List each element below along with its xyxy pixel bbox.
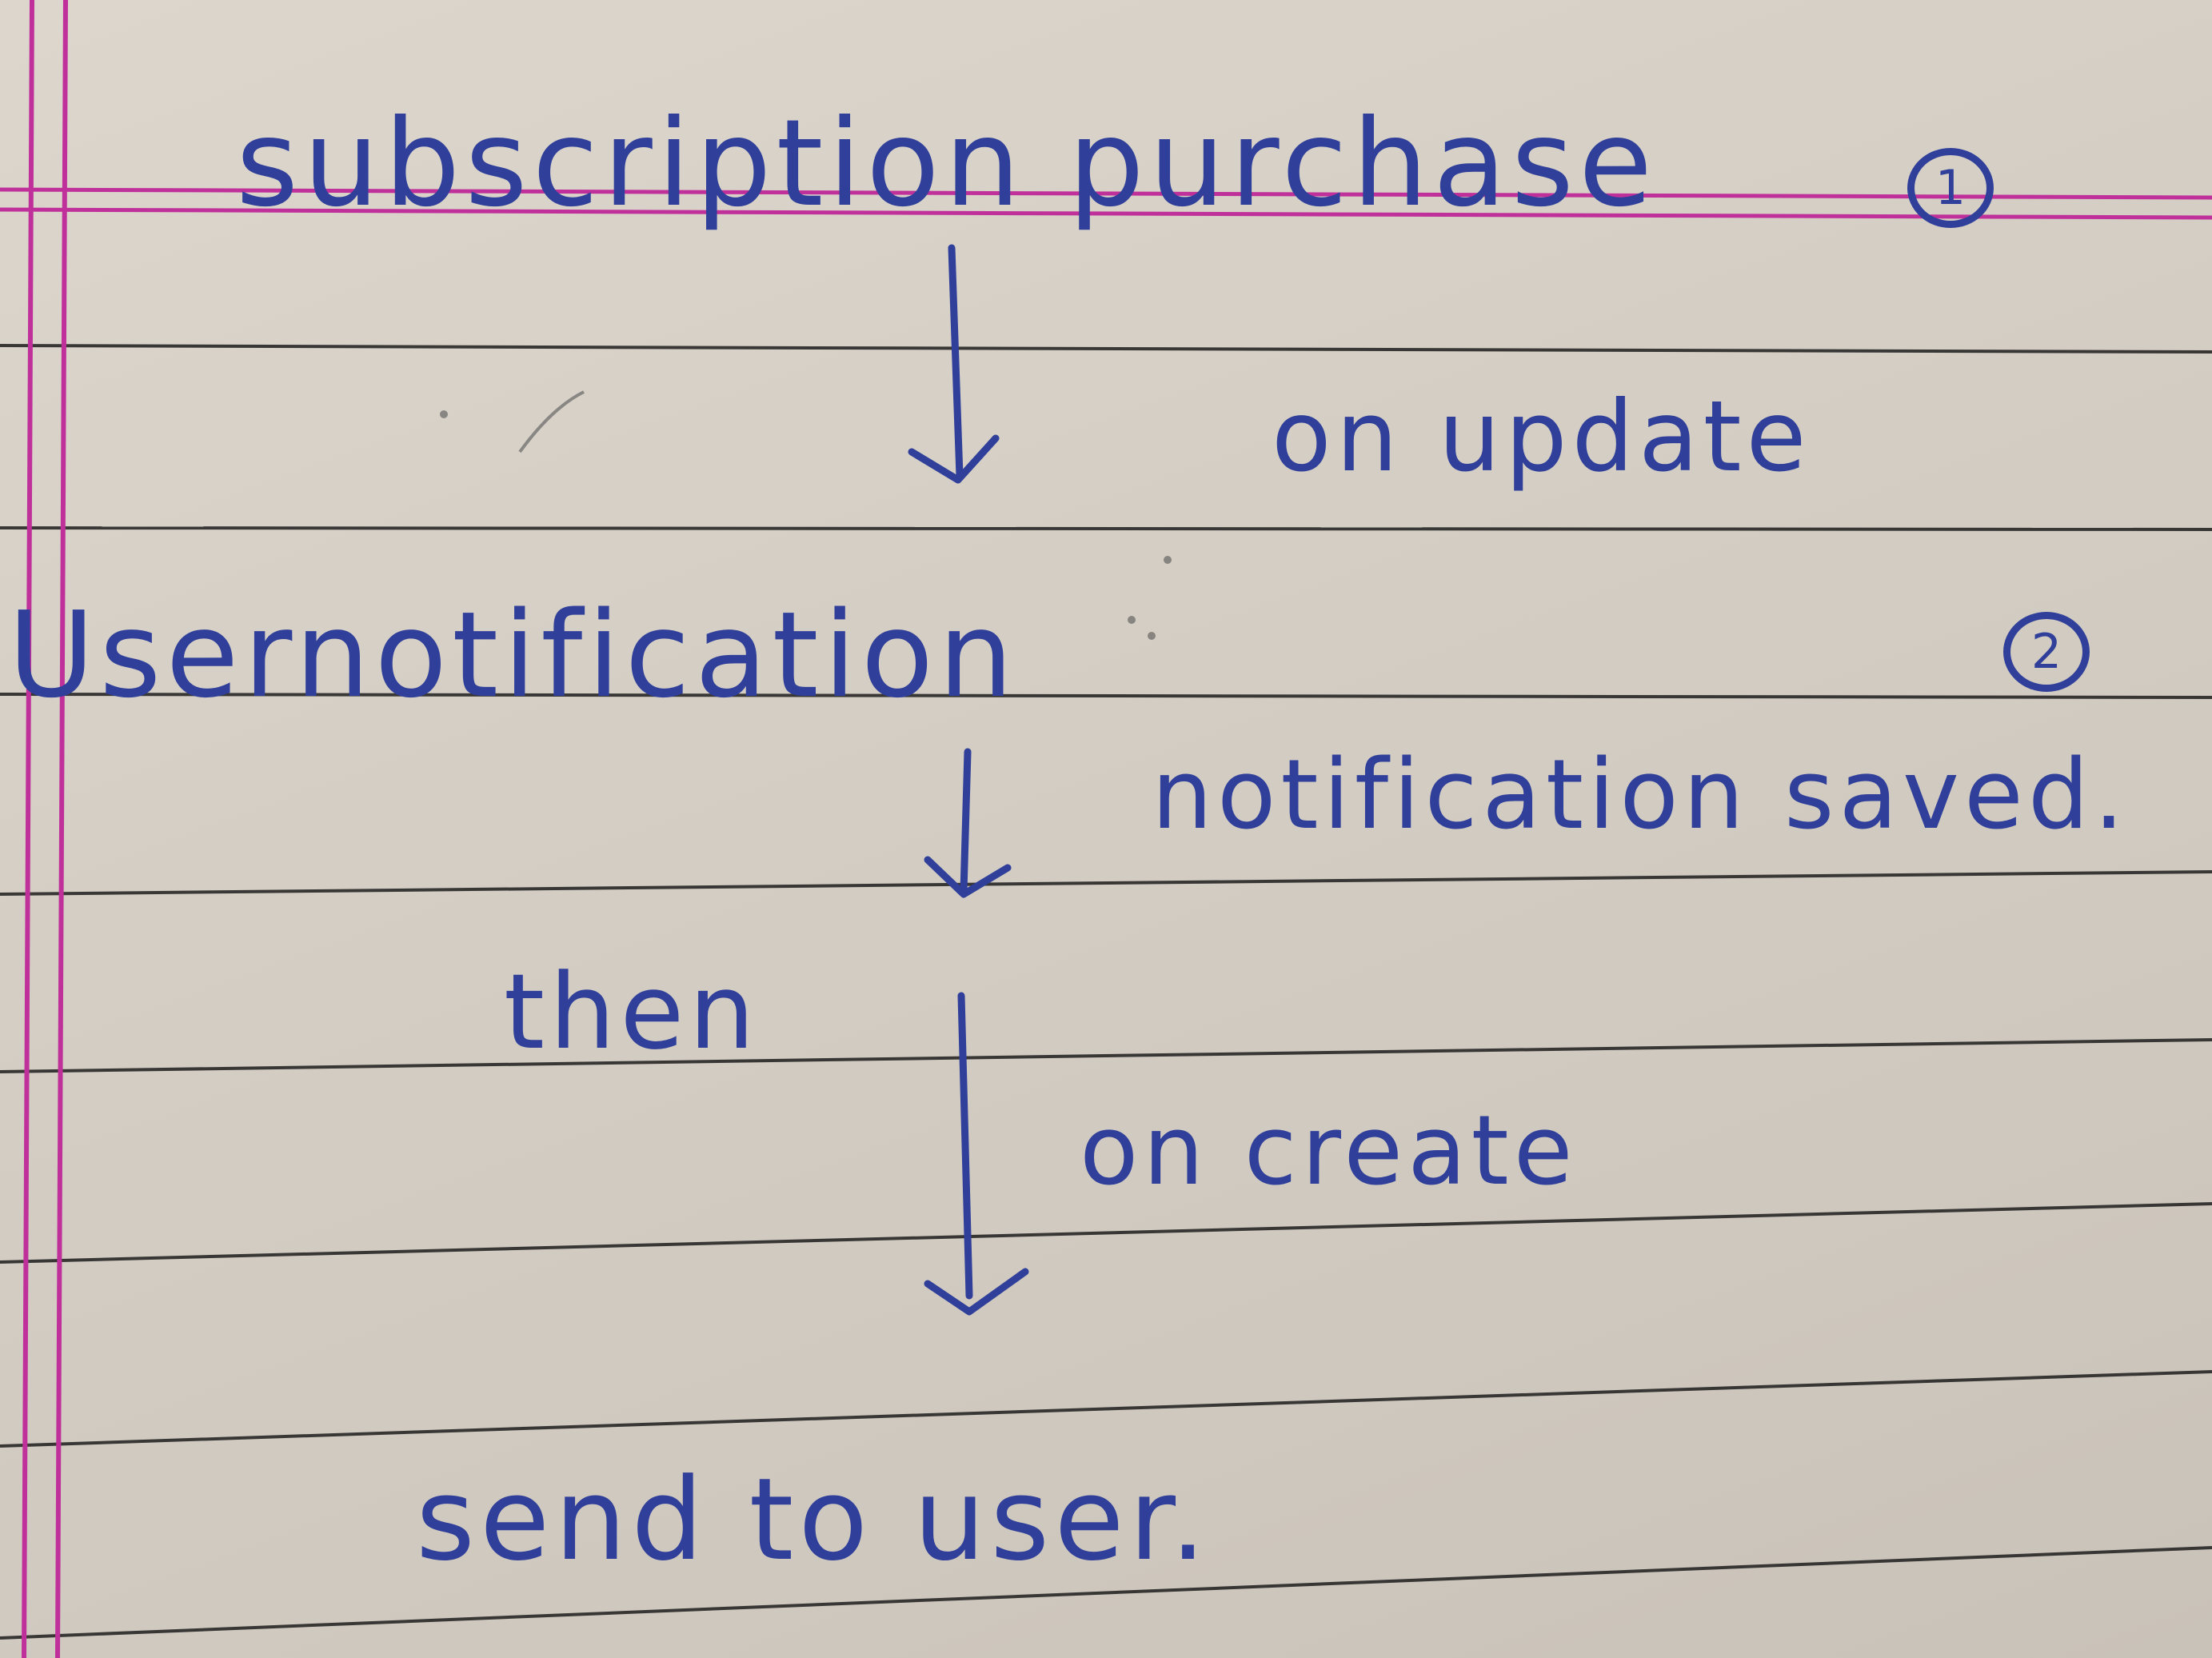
left-margin-lines [22, 0, 68, 1658]
step2-title: Usernotification [8, 586, 1019, 724]
step1-title: subscription purchase [236, 94, 1658, 234]
step1-number: 1 [1907, 148, 1994, 228]
pencil-marks [440, 390, 1172, 640]
header-margin-lines [0, 187, 2212, 220]
step2-number: 2 [2003, 612, 2090, 692]
margin-line [22, 0, 34, 1658]
arrow-2 [924, 748, 1012, 898]
ruled-lines [0, 344, 2212, 1640]
arrow-3 [924, 992, 1029, 1316]
ruled-line [0, 693, 2212, 699]
flow-arrows [908, 244, 1029, 1316]
ruled-line [0, 1546, 2212, 1640]
ruled-line [0, 1202, 2212, 1264]
arrow3-label: on create [1080, 1096, 1578, 1207]
connector-word: then [504, 951, 760, 1073]
ruled-line [0, 526, 2212, 531]
header-line [0, 207, 2212, 220]
ruled-line [0, 1370, 2212, 1448]
margin-line [55, 0, 68, 1658]
header-line [0, 187, 2212, 200]
final-step: send to user. [416, 1454, 1212, 1586]
arrow1-label: on update [1272, 380, 1811, 493]
arrow2-label: notification saved. [1152, 740, 2130, 851]
ruled-line [0, 344, 2212, 354]
arrow-1 [908, 244, 1000, 484]
ruled-line [0, 1038, 2212, 1073]
ruled-line [0, 870, 2212, 896]
